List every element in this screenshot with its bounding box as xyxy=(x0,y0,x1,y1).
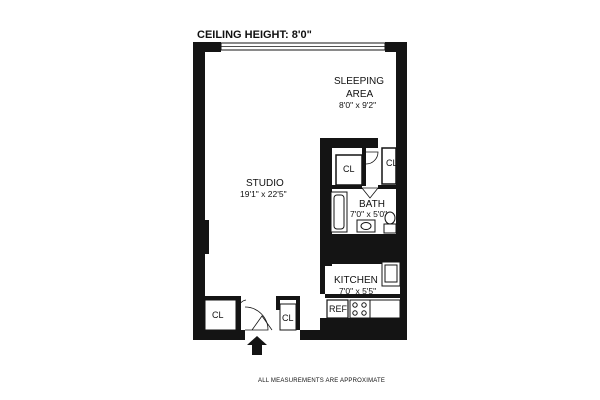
bath-name: BATH xyxy=(359,199,385,210)
sleeping-area-name-line2: AREA xyxy=(346,89,374,100)
ref-label: REF xyxy=(329,304,348,314)
kitchen-walls xyxy=(320,264,400,298)
closet-entry-walls xyxy=(276,296,300,330)
closet-label-core-left: CL xyxy=(343,164,355,174)
ceiling-height-label: CEILING HEIGHT: 8'0" xyxy=(197,29,312,41)
sleeping-area-dims: 8'0" x 9'2" xyxy=(339,100,376,110)
closet-label-entry: CL xyxy=(282,313,294,323)
studio-dims: 19'1" x 22'5" xyxy=(240,189,287,199)
sink-icon xyxy=(356,219,376,233)
closet-core-left xyxy=(335,154,363,186)
closet-bottom-left-walls xyxy=(205,296,241,330)
closet-bottom-left xyxy=(204,299,237,331)
entry-arrow-icon xyxy=(247,336,267,355)
closet-label-core-right: CL xyxy=(386,158,398,168)
closet-entry xyxy=(279,303,297,331)
toilet-icon xyxy=(383,211,397,234)
closet-label-bottom-left: CL xyxy=(212,310,224,320)
kitchen-counter xyxy=(369,299,401,319)
kitchen-bottom-wall xyxy=(320,318,400,330)
exterior-walls xyxy=(193,42,407,340)
kitchen-dims: 7'0" x 5'5" xyxy=(339,286,376,296)
bath-dims: 7'0" x 5'0" xyxy=(350,209,387,219)
door-swing-icon xyxy=(237,299,273,331)
kitchen-sink-icon xyxy=(381,261,401,287)
measurement-note: ALL MEASUREMENTS ARE APPROXIMATE xyxy=(258,378,385,384)
stove-icon xyxy=(349,299,371,319)
window-icon xyxy=(220,42,386,51)
bath-closet-core xyxy=(320,138,400,266)
sleeping-area-name-line1: SLEEPING xyxy=(334,76,384,87)
studio-name: STUDIO xyxy=(246,178,284,189)
door-swing-icon xyxy=(361,151,379,199)
bathtub-icon xyxy=(330,191,348,233)
kitchen-name: KITCHEN xyxy=(334,275,378,286)
closet-core-right xyxy=(381,147,397,185)
